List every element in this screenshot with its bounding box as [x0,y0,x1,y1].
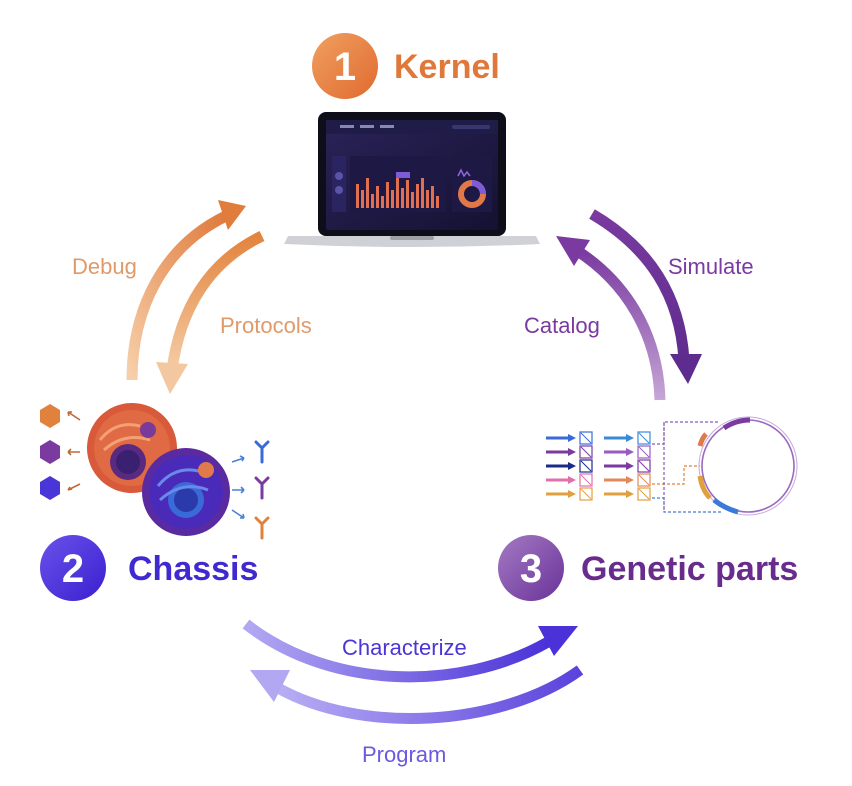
debug-label: Debug [72,254,137,279]
circuit-part-box [637,459,651,473]
circuit-gene-arrowhead [568,462,576,470]
kernel-title: Kernel [394,48,500,86]
program-arrow [250,665,584,724]
protocols-label: Protocols [220,313,312,338]
circuit-gene-arrowhead [626,462,634,470]
circuit-gene-arrowhead [568,476,576,484]
circuit-gene-arrowhead [626,448,634,456]
circuit-part-box [579,431,593,445]
circuit-part-box [579,473,593,487]
cells-illustration [40,403,270,540]
catalog-arrow [556,236,666,401]
circuit-part-box [637,445,651,459]
circuit-part-box [637,431,651,445]
circuit-gene-arrowhead [626,490,634,498]
circuit-part-mark [580,446,592,458]
circuit-gene-arrowhead [568,490,576,498]
genetic-parts-node: 3 Genetic parts [498,535,798,601]
circuit-part-mark [638,432,650,444]
circuit-gene-arrowhead [626,476,634,484]
kernel-node: 1 Kernel [312,33,500,99]
circuit-gene-arrowhead [568,448,576,456]
circuit-part-mark [580,432,592,444]
characterize-label: Characterize [342,635,467,660]
circuit-part-mark [580,474,592,486]
kernel-number-badge [312,33,378,99]
debug-arrow [126,200,246,381]
chassis-number: 2 [62,547,84,591]
circuit-part-mark [638,446,650,458]
genetic-parts-title: Genetic parts [581,550,798,588]
laptop-illustration [284,112,540,247]
circuit-part-mark [638,460,650,472]
circuit-part-mark [580,488,592,500]
simulate-arrow [589,209,702,384]
circuit-part-box [637,487,651,501]
chassis-node: 2 Chassis [40,535,258,601]
circuit-part-box [579,459,593,473]
circuit-part-mark [580,460,592,472]
catalog-label: Catalog [524,313,600,338]
program-label: Program [362,742,446,767]
kernel-number: 1 [334,45,356,89]
circuit-part-box [579,487,593,501]
circuit-part-mark [638,474,650,486]
chassis-number-badge [40,535,106,601]
circuit-part-box [637,473,651,487]
genetic-circuit-illustration [546,416,798,516]
circuit-part-box [579,445,593,459]
circuit-gene-arrowhead [626,434,634,442]
genetic-parts-number-badge [498,535,564,601]
simulate-label: Simulate [668,254,754,279]
genetic-parts-number: 3 [520,547,542,591]
chassis-title: Chassis [128,550,258,588]
circuit-part-mark [638,488,650,500]
protocols-arrow [156,231,265,394]
characterize-arrow [242,619,578,683]
circuit-gene-arrowhead [568,434,576,442]
